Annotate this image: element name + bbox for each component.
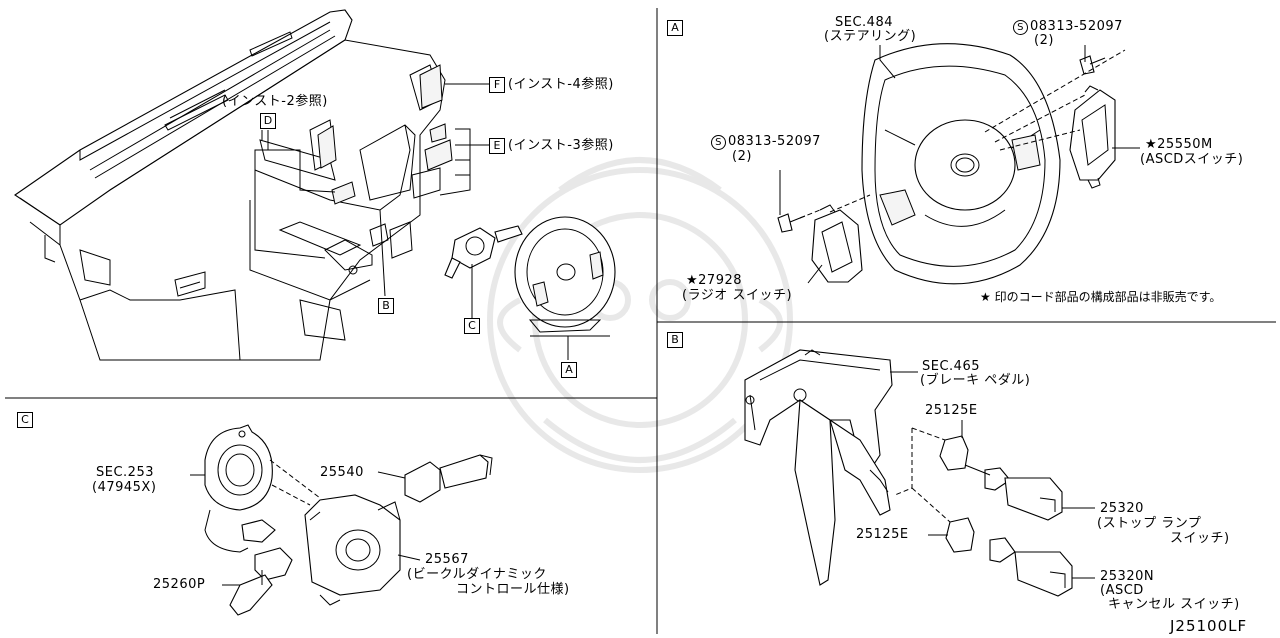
spiral-cable-part	[204, 424, 276, 553]
radio-switch-name: (ラジオ スイッチ)	[682, 288, 793, 303]
brake-pedal-name: (ブレーキ ペダル)	[920, 373, 1031, 388]
combination-switch-small	[444, 225, 523, 279]
steering-name: (ステアリング)	[824, 29, 917, 44]
ascd-switch-part-no: ★25550M	[1145, 137, 1213, 152]
callout-box-d: D	[260, 113, 276, 129]
clip-bottom-part-no: 25125E	[856, 527, 909, 542]
stop-lamp-switch-name-2: スイッチ)	[1170, 531, 1230, 546]
callout-f-text: (インスト-4参照)	[508, 77, 614, 92]
callout-box-b: B	[378, 298, 394, 314]
screw-left	[777, 213, 806, 233]
diagram-id: J25100LF	[1170, 617, 1248, 635]
section-b-leaders	[890, 371, 1095, 579]
callout-e-text: (インスト-3参照)	[508, 138, 614, 153]
callout-box-e: E	[489, 138, 505, 154]
ascd-cancel-switch-part	[945, 517, 1073, 597]
spiral-cable-part-no: (47945X)	[92, 480, 157, 495]
ascd-switch-name: (ASCDスイッチ)	[1140, 152, 1244, 167]
stop-lamp-switch-part-no: 25320	[1100, 501, 1144, 516]
non-sale-note: ★ 印のコード部品の構成部品は非販売です。	[980, 290, 1222, 304]
stop-lamp-switch-name-1: (ストップ ランプ	[1097, 516, 1202, 531]
ascd-cancel-switch-part-no: 25320N	[1100, 569, 1155, 584]
combination-switch-part-no: 25567	[425, 552, 469, 567]
section-label-b: B	[667, 332, 683, 348]
screw-left-qty: (2)	[732, 149, 752, 164]
ascd-cancel-switch-name-2: キャンセル スイッチ)	[1108, 597, 1240, 612]
combination-switch-name-2: コントロール仕様)	[456, 582, 570, 597]
screw-top-qty: (2)	[1034, 33, 1054, 48]
callout-d-text: (インスト-2参照)	[222, 94, 328, 109]
overview-leaders	[254, 83, 610, 360]
steering-wheel-large	[861, 43, 1061, 285]
section-c-leaders	[190, 459, 421, 586]
callout-box-f: F	[489, 77, 505, 93]
brake-pedal-sec-ref: SEC.465	[922, 359, 980, 374]
section-a-leaders	[779, 45, 1140, 284]
clip-top-part-no: 25125E	[925, 403, 978, 418]
screw-symbol-icon: S	[1013, 20, 1028, 35]
stop-lamp-switch-part	[939, 435, 1063, 521]
brake-pedal-bracket	[744, 349, 893, 586]
screw-left-part-no: 08313-52097	[728, 134, 821, 149]
section-label-a: A	[667, 20, 683, 36]
watermark-emblem	[487, 157, 793, 473]
spiral-cable-sec-ref: SEC.253	[96, 465, 154, 480]
section-label-c: C	[17, 412, 33, 428]
screw-top	[1079, 55, 1106, 75]
callout-box-a: A	[561, 362, 577, 378]
ascd-switch-part	[1069, 85, 1116, 189]
screw-symbol-icon: S	[711, 135, 726, 150]
callout-box-c: C	[464, 318, 480, 334]
instrument-panel-drawing	[14, 9, 453, 361]
steering-sec-ref: SEC.484	[835, 15, 893, 30]
steering-wheel-small	[514, 216, 616, 333]
screw-top-part-no: 08313-52097	[1030, 19, 1123, 34]
ascd-cancel-switch-name-1: (ASCD	[1100, 583, 1144, 598]
light-switch-part	[229, 547, 293, 616]
radio-switch-part	[811, 204, 863, 283]
wiper-switch-part	[404, 454, 493, 503]
light-switch-part-no: 25260P	[153, 577, 206, 592]
wiper-switch-part-no: 25540	[320, 465, 364, 480]
combination-switch-name-1: (ビークルダイナミック	[407, 567, 547, 582]
radio-switch-part-no: ★27928	[686, 273, 743, 288]
combination-switch-body	[304, 494, 401, 606]
